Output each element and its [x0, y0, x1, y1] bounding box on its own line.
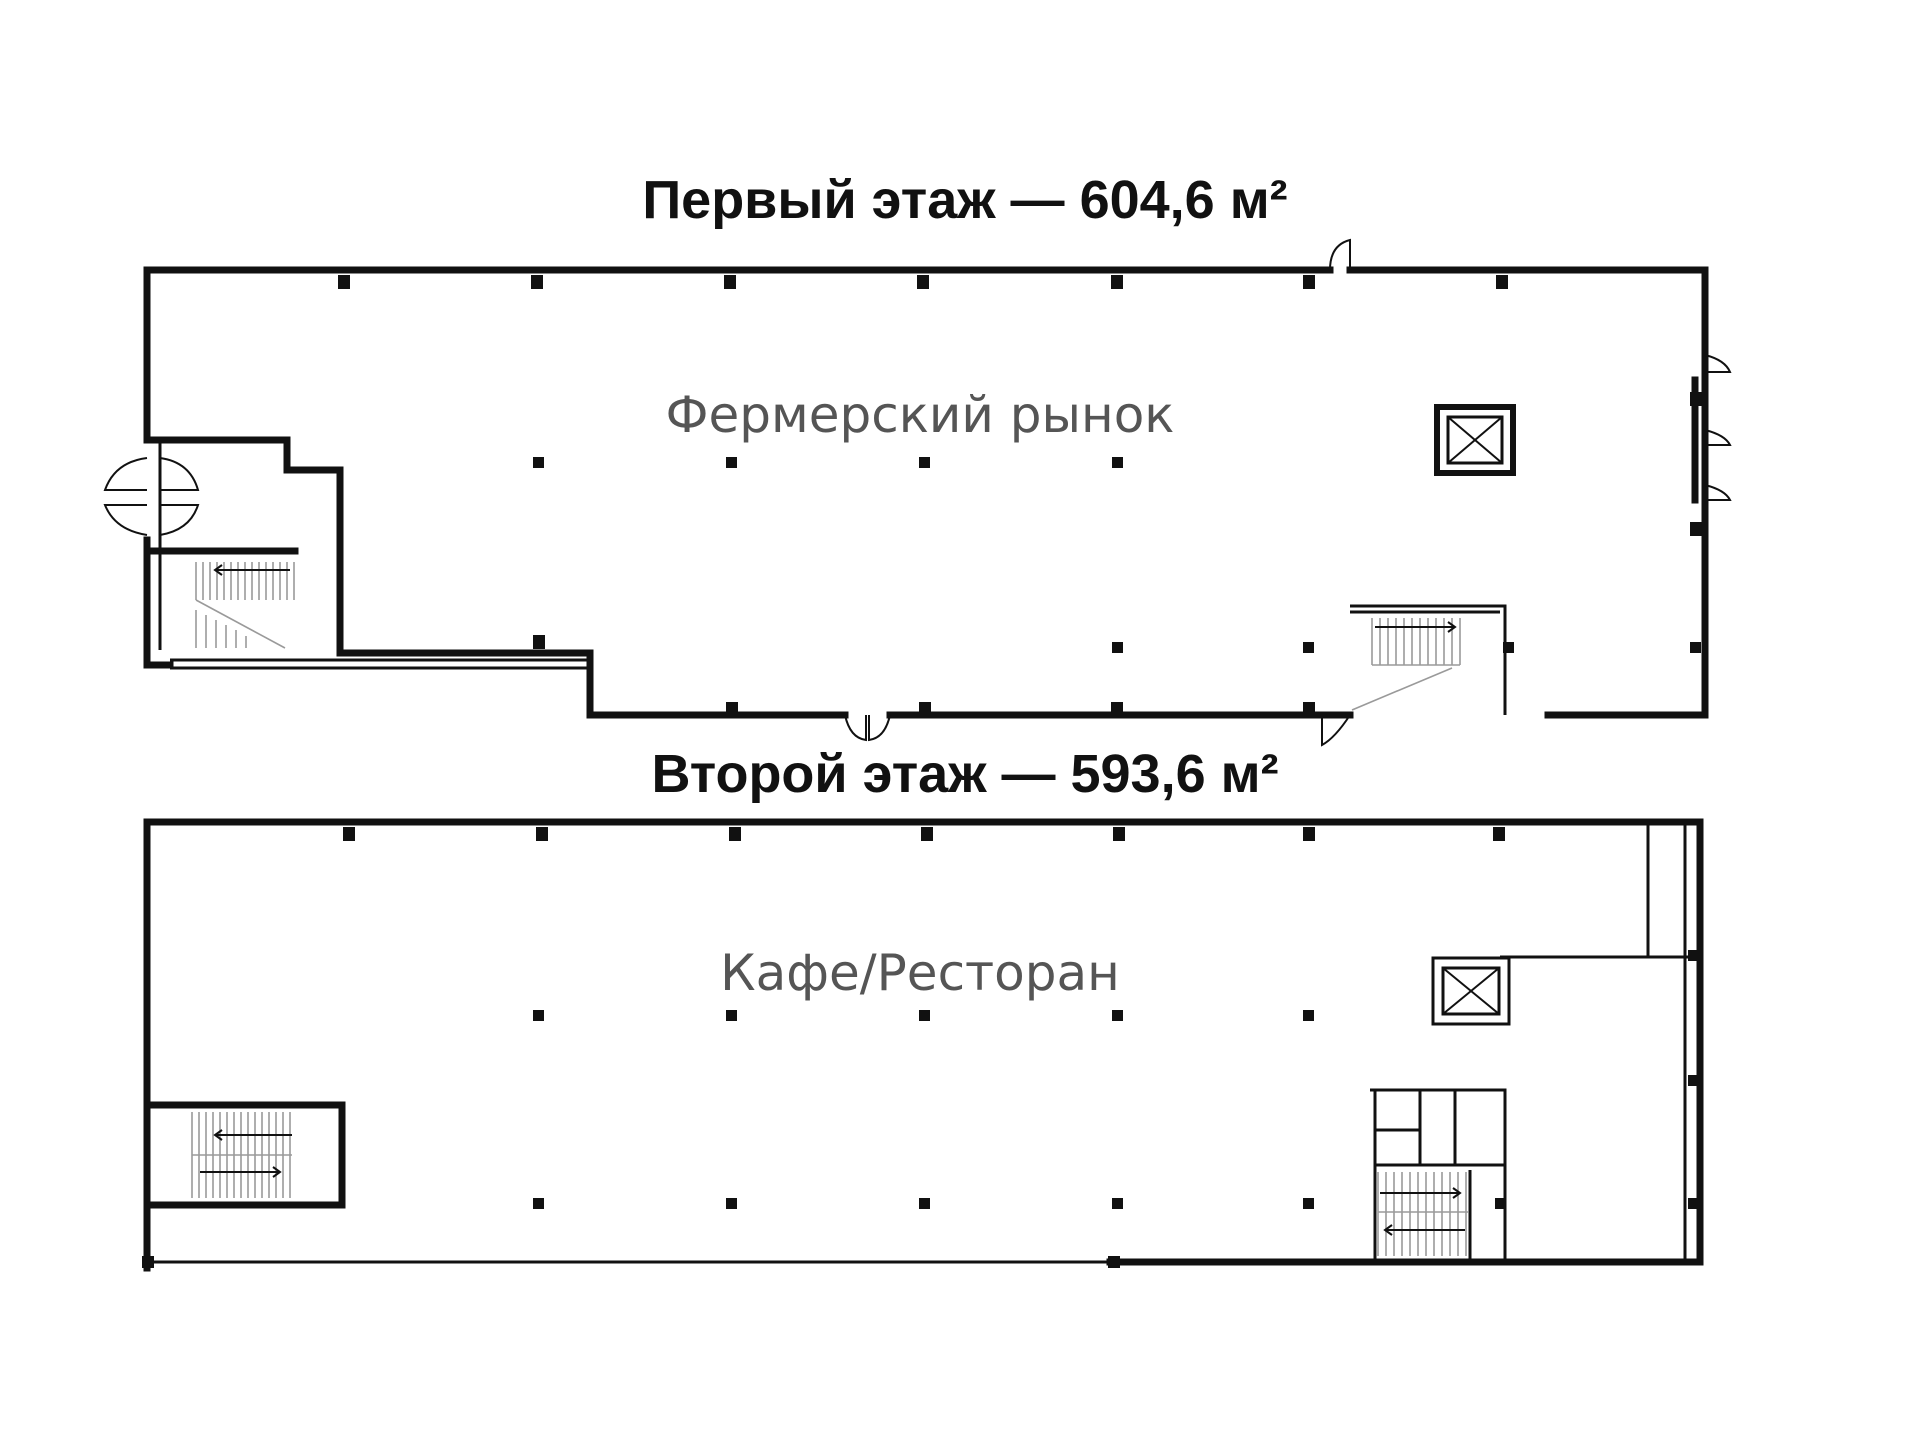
first-floor: Первый этаж — 604,6 м²: [103, 170, 1732, 747]
elevator-icon: [1434, 404, 1516, 476]
column: [1496, 275, 1508, 289]
column: [917, 275, 929, 289]
column: [919, 1198, 930, 1209]
column: [1112, 642, 1123, 653]
column: [1495, 1198, 1506, 1209]
staircase-icon: [1377, 1172, 1468, 1256]
column: [1303, 1010, 1314, 1021]
column: [1690, 392, 1702, 406]
column: [726, 1010, 737, 1021]
column: [1688, 950, 1699, 961]
column: [1112, 1198, 1123, 1209]
column: [1503, 642, 1514, 653]
column: [1303, 702, 1315, 716]
column: [1303, 275, 1315, 289]
column: [536, 827, 548, 841]
column: [1688, 1075, 1699, 1086]
second-floor-columns: [142, 827, 1699, 1268]
column: [1303, 642, 1314, 653]
staircase-icon: [1351, 618, 1461, 711]
column: [1493, 827, 1505, 841]
staircase-icon: [195, 562, 295, 649]
column: [343, 827, 355, 841]
column: [533, 1010, 544, 1021]
column: [1112, 457, 1123, 468]
column: [724, 275, 736, 289]
column: [1111, 702, 1123, 716]
column: [919, 457, 930, 468]
column: [1690, 642, 1701, 653]
column: [1113, 827, 1125, 841]
column: [919, 1010, 930, 1021]
column: [1303, 1198, 1314, 1209]
first-floor-walls: [143, 266, 1709, 719]
column: [726, 1198, 737, 1209]
elevator-icon: [1431, 956, 1511, 1026]
column: [919, 702, 931, 716]
column: [1111, 275, 1123, 289]
first-floor-columns: [338, 275, 1702, 716]
first-floor-room-label: Фермерский рынок: [665, 386, 1174, 444]
column: [726, 457, 737, 468]
column: [1112, 1010, 1123, 1021]
column: [729, 827, 741, 841]
column: [1688, 1198, 1699, 1209]
column: [531, 275, 543, 289]
second-floor: Второй этаж — 593,6 м²: [142, 744, 1704, 1272]
door-swing-icon: [103, 238, 1732, 747]
column: [1108, 1256, 1120, 1268]
column: [1303, 827, 1315, 841]
column: [142, 1256, 154, 1268]
second-floor-title: Второй этаж — 593,6 м²: [651, 744, 1278, 804]
column: [1690, 522, 1702, 536]
column: [533, 1198, 544, 1209]
column: [533, 635, 545, 649]
column: [338, 275, 350, 289]
column: [533, 457, 544, 468]
first-floor-title: Первый этаж — 604,6 м²: [642, 170, 1287, 230]
staircase-icon: [191, 1112, 292, 1198]
second-floor-room-label: Кафе/Ресторан: [720, 944, 1120, 1002]
column: [726, 702, 738, 716]
second-floor-walls: [143, 818, 1704, 1272]
column: [921, 827, 933, 841]
